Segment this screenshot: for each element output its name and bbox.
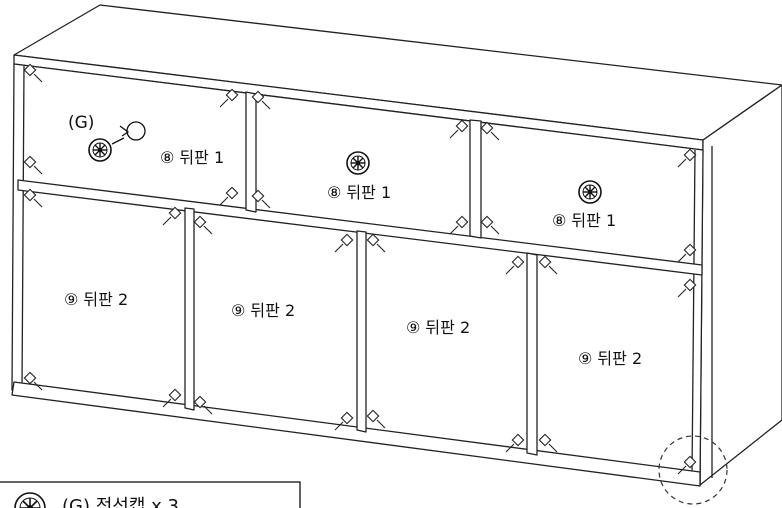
bracket-icon	[366, 409, 386, 429]
bracket-icon	[162, 206, 182, 226]
bracket-icon	[23, 188, 43, 208]
cable-cap-icon	[346, 151, 370, 175]
bottom-divider-2	[356, 230, 367, 433]
bracket-icon	[251, 189, 271, 209]
bracket-icon	[193, 215, 213, 235]
callout-label-g: (G)	[68, 113, 94, 133]
top-divider-2	[469, 119, 482, 239]
bracket-marker-group	[23, 63, 697, 475]
panel-label-back-2: ⑨ 뒤판 2	[64, 290, 128, 309]
bracket-icon	[505, 433, 525, 453]
panel-label-back-2: ⑨ 뒤판 2	[406, 318, 470, 337]
bracket-icon	[538, 433, 558, 453]
panel-label-back-1: ⑧ 뒤판 1	[327, 183, 391, 202]
bracket-icon	[677, 278, 697, 298]
detail-callout-circle	[658, 435, 728, 505]
legend-text: (G) 전선캡 x 3	[62, 496, 179, 508]
insert-arrow-icon	[111, 121, 146, 145]
bracket-icon	[677, 148, 697, 168]
bracket-icon	[219, 186, 239, 206]
bracket-icon	[162, 388, 182, 408]
bracket-icon	[193, 395, 213, 415]
bracket-icon	[23, 155, 43, 175]
bottom-divider-1	[184, 207, 195, 411]
bottom-divider-3	[526, 252, 538, 456]
legend-box: (G) 전선캡 x 3	[0, 481, 301, 508]
top-divider-1	[245, 91, 257, 213]
panel-label-back-1: ⑧ 뒤판 1	[160, 148, 224, 167]
bracket-icon	[366, 233, 386, 253]
bracket-icon	[219, 88, 239, 108]
panel-label-back-2: ⑨ 뒤판 2	[578, 349, 642, 368]
bracket-icon	[23, 63, 43, 83]
cable-cap-icon	[578, 180, 602, 204]
bracket-icon	[538, 255, 558, 275]
bracket-icon	[677, 243, 697, 263]
cable-cap-icon	[14, 492, 46, 508]
bracket-icon	[480, 215, 500, 235]
cable-cap-icon	[88, 138, 112, 162]
bracket-icon	[334, 233, 354, 253]
bracket-icon	[677, 455, 697, 475]
bracket-icon	[251, 90, 271, 110]
panel-label-back-1: ⑧ 뒤판 1	[552, 211, 616, 230]
bracket-icon	[449, 215, 469, 235]
bracket-icon	[334, 411, 354, 431]
bottom-rail	[11, 381, 701, 487]
bracket-icon	[449, 119, 469, 139]
bracket-icon	[23, 371, 43, 391]
panel-label-back-2: ⑨ 뒤판 2	[231, 301, 295, 320]
bracket-icon	[480, 121, 500, 141]
bracket-icon	[505, 255, 525, 275]
